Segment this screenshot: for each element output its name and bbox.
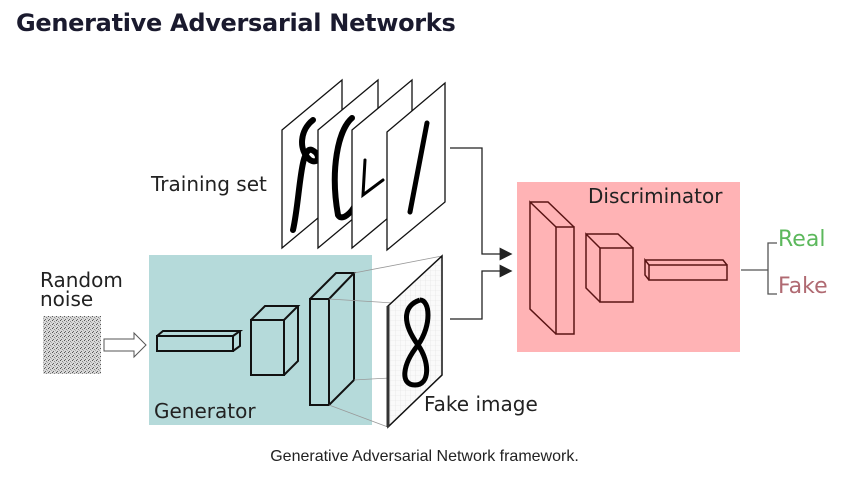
random-noise-label-line1: Random xyxy=(40,268,123,292)
output-fake-label: Fake xyxy=(778,274,828,299)
hollow-arrow-icon xyxy=(103,331,147,359)
discriminator-layer-large xyxy=(529,200,575,335)
discriminator-panel xyxy=(517,182,740,352)
connector-lines xyxy=(450,147,513,320)
random-noise-image xyxy=(43,316,101,374)
training-frame xyxy=(386,81,446,252)
generator-layer-small xyxy=(156,330,244,352)
page-title: Generative Adversarial Networks xyxy=(16,9,456,37)
training-set-stack xyxy=(281,78,446,252)
output-real-label: Real xyxy=(778,227,825,252)
generator-label: Generator xyxy=(154,399,256,423)
fake-image-frame xyxy=(386,254,443,429)
random-noise-label-line2: noise xyxy=(40,287,93,311)
output-branches xyxy=(741,242,777,295)
training-set-label: Training set xyxy=(150,172,267,196)
generator-panel xyxy=(149,255,372,425)
discriminator-layer-medium xyxy=(585,232,634,303)
generator-layers xyxy=(156,272,357,406)
discriminator-label: Discriminator xyxy=(588,184,723,208)
discriminator-layer-small xyxy=(644,257,728,281)
generator-layer-medium xyxy=(250,305,301,376)
discriminator-layers xyxy=(529,200,728,335)
fake-image-label: Fake image xyxy=(424,392,538,416)
figure-caption: Generative Adversarial Network framework… xyxy=(270,448,579,465)
